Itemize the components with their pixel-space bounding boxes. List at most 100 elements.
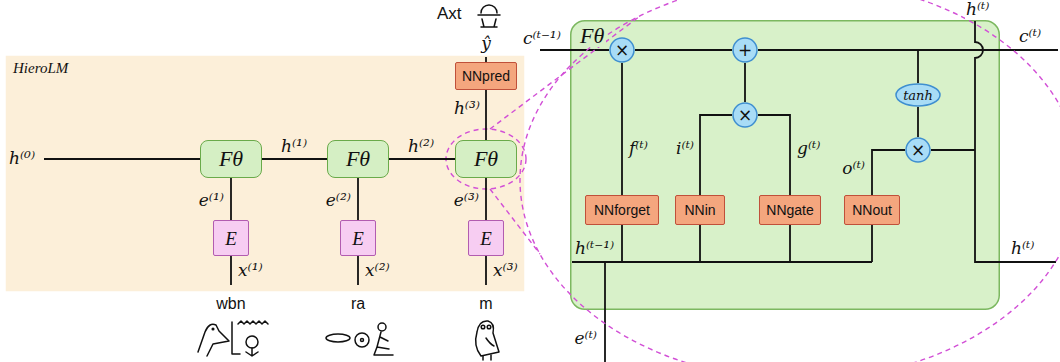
network-name: NNforget bbox=[594, 203, 650, 217]
edge-label: h⁽²⁾ bbox=[407, 138, 435, 156]
connector-line bbox=[635, 49, 732, 51]
prediction-network-box: NNpred bbox=[455, 62, 517, 90]
embedding-box: E bbox=[340, 220, 376, 256]
hieroglyph-m bbox=[476, 321, 499, 360]
connector-line bbox=[262, 158, 327, 160]
glyph-stroke bbox=[378, 323, 386, 331]
multiply-operator: × bbox=[732, 102, 758, 128]
state-label: c⁽ᵗ⁾ bbox=[1018, 28, 1042, 46]
connector-line bbox=[758, 115, 790, 195]
hieroglyph-axt bbox=[478, 5, 500, 27]
multiply-operator-shape bbox=[610, 38, 634, 62]
transliteration-label: m bbox=[478, 296, 493, 313]
glyph-stroke bbox=[238, 321, 268, 324]
tanh-operator-shape bbox=[896, 84, 940, 106]
operator-symbol: × bbox=[615, 42, 629, 59]
recurrent-cell-box: Fθ bbox=[327, 140, 389, 178]
multiply-operator: × bbox=[609, 37, 635, 63]
edge-label: h⁽¹⁾ bbox=[280, 138, 308, 156]
cell-symbol: Fθ bbox=[474, 148, 498, 170]
operator-symbol: × bbox=[911, 142, 925, 159]
connector-line bbox=[357, 178, 359, 220]
glyph-stroke bbox=[481, 5, 497, 13]
multiply-operator: × bbox=[905, 137, 931, 163]
add-operator: + bbox=[732, 37, 758, 63]
lstm-cell-panel: Fθ × + × tanh × NNforget NNin NNgate NNout bbox=[570, 20, 1000, 310]
network-name: NNpred bbox=[462, 69, 510, 83]
state-label: h⁽ᵗ⁻¹⁾ bbox=[574, 240, 615, 258]
zoom-callout bbox=[446, 0, 1060, 362]
hieroglyphs bbox=[198, 5, 500, 360]
state-label: h⁽ᵗ⁾ bbox=[1010, 240, 1036, 258]
hieroglyph-wbn bbox=[198, 321, 268, 356]
glyph-stroke bbox=[483, 338, 494, 360]
multiply-operator-shape bbox=[733, 103, 757, 127]
edge-label: e⁽³⁾ bbox=[453, 192, 480, 210]
embedding-input-wire bbox=[604, 262, 606, 362]
glyph-stroke bbox=[478, 14, 500, 16]
connector-line bbox=[758, 50, 918, 83]
glyph-stroke bbox=[326, 334, 350, 342]
cell-symbol: Fθ bbox=[219, 148, 243, 170]
connector-line bbox=[485, 178, 487, 220]
model-panel-ground bbox=[6, 56, 525, 292]
glyph-stroke bbox=[246, 336, 258, 348]
recurrent-cell-box: Fθ bbox=[200, 140, 262, 178]
edge-label: i⁽ᵗ⁾ bbox=[675, 140, 695, 158]
state-label: h⁽ᵗ⁾ bbox=[965, 1, 991, 19]
transliteration-label: ra bbox=[350, 296, 366, 313]
connector-line bbox=[700, 115, 732, 195]
connector-line bbox=[485, 90, 487, 140]
hieroglyph-ra bbox=[326, 323, 393, 355]
connector-line bbox=[230, 178, 232, 220]
state-label: h⁽⁰⁾ bbox=[8, 150, 36, 168]
zoom-ellipse-large bbox=[520, 0, 1060, 362]
embedding-symbol: E bbox=[480, 229, 492, 248]
input-label: x⁽²⁾ bbox=[364, 262, 391, 280]
edge-label: h⁽³⁾ bbox=[453, 100, 481, 118]
edge-label: f⁽ᵗ⁾ bbox=[628, 140, 649, 158]
input-label: e⁽ᵗ⁾ bbox=[573, 330, 598, 348]
network-name: NNin bbox=[684, 203, 715, 217]
connector-line bbox=[917, 107, 919, 137]
cell-symbol: Fθ bbox=[346, 148, 370, 170]
input-label: x⁽¹⁾ bbox=[237, 262, 264, 280]
network-name: NNgate bbox=[766, 203, 813, 217]
transliteration-label: Axt bbox=[436, 5, 463, 23]
hidden-output-wire bbox=[931, 21, 1056, 262]
add-operator-shape bbox=[733, 38, 757, 62]
glyph-stroke bbox=[246, 348, 258, 356]
output-label: ŷ bbox=[480, 35, 492, 53]
gate-network-box: NNout bbox=[844, 195, 900, 225]
glyph-stroke bbox=[198, 324, 229, 356]
embedding-symbol: E bbox=[225, 229, 237, 248]
tanh-operator: tanh bbox=[895, 83, 941, 107]
operator-symbol: × bbox=[738, 107, 752, 124]
edge-label: e⁽¹⁾ bbox=[198, 192, 225, 210]
cell-symbol: Fθ bbox=[578, 25, 606, 47]
connector-line bbox=[744, 63, 746, 102]
connector-line bbox=[621, 63, 623, 195]
transliteration-label: wbn bbox=[215, 296, 246, 313]
glyph-stroke bbox=[212, 328, 214, 330]
connector-line bbox=[389, 158, 455, 160]
edge-label: g⁽ᵗ⁾ bbox=[796, 140, 821, 158]
embedding-box: E bbox=[213, 220, 249, 256]
input-label: x⁽³⁾ bbox=[492, 262, 519, 280]
gate-network-box: NNgate bbox=[759, 195, 821, 225]
gate-network-box: NNin bbox=[675, 195, 725, 225]
glyph-stroke bbox=[374, 332, 393, 355]
connector-line bbox=[872, 150, 905, 195]
embedding-symbol: E bbox=[352, 229, 364, 248]
state-label: c⁽ᵗ⁻¹⁾ bbox=[522, 30, 562, 48]
gate-network-box: NNforget bbox=[585, 195, 659, 225]
wires bbox=[44, 21, 1058, 362]
edge-label: o⁽ᵗ⁾ bbox=[841, 160, 866, 178]
recurrent-cell-box: Fθ bbox=[455, 140, 517, 178]
glyph-stroke bbox=[476, 321, 499, 356]
panel-title: HieroLM bbox=[13, 61, 68, 76]
